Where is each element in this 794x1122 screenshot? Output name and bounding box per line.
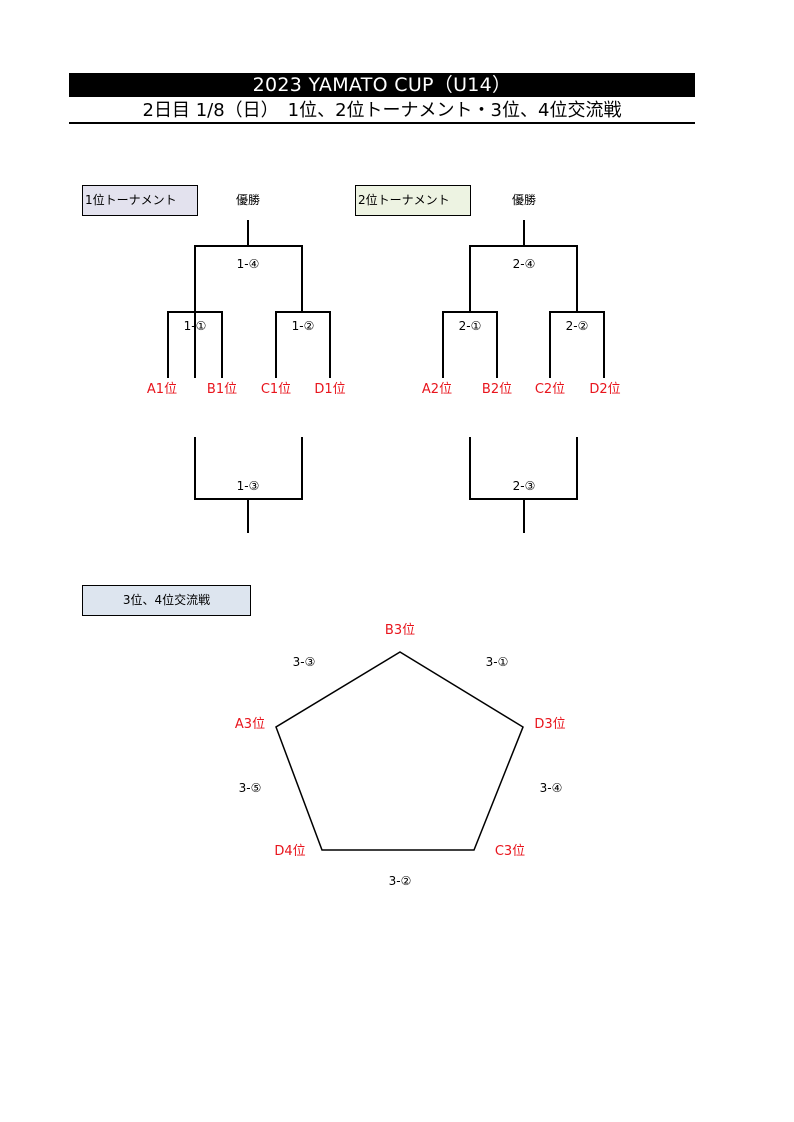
t2-semi-left-match: 2-① [458,319,482,333]
exchange-team-right: D3位 [534,717,566,732]
t1-team-a1: A1位 [146,382,178,397]
t1-winner-label: 優勝 [235,193,261,207]
tournament1-label-box: 1位トーナメント [82,185,198,216]
exchange-team-bottom-left: D4位 [274,844,306,859]
t1-semi-right-bracket [275,311,331,378]
exchange-match-upper-left: 3-③ [292,655,316,669]
exchange-team-left: A3位 [234,717,266,732]
exchange-label: 3位、4位交流戦 [122,593,211,607]
t1-semi-left-bracket [167,311,223,378]
page-subtitle: 2日目 1/8（日） 1位、2位トーナメント・3位、4位交流戦 [69,98,695,124]
exchange-match-bottom: 3-② [388,874,412,888]
t2-semi-left-bracket [442,311,498,378]
t2-final-bracket [469,245,578,312]
t2-final-match: 2-④ [512,257,536,271]
t1-semi-left-match: 1-① [183,319,207,333]
t2-winner-label: 優勝 [511,193,537,207]
t2-team-b2: B2位 [481,382,513,397]
t1-semi-right-match: 1-② [291,319,315,333]
t2-third-match: 2-③ [512,479,536,493]
t1-third-match: 1-③ [236,479,260,493]
page-title: 2023 YAMATO CUP（U14） [69,73,695,97]
exchange-team-top: B3位 [384,623,416,638]
tournament2-label: 2位トーナメント [358,193,450,207]
exchange-team-bottom-right: C3位 [494,844,526,859]
exchange-match-left: 3-⑤ [238,781,262,795]
tournament2-label-box: 2位トーナメント [355,185,471,216]
t2-semi-right-match: 2-② [565,319,589,333]
exchange-match-upper-right: 3-① [485,655,509,669]
t1-team-d1: D1位 [314,382,346,397]
pentagon-diagram [275,651,524,851]
t2-semi-right-bracket [549,311,605,378]
t1-final-match: 1-④ [236,257,260,271]
t1-team-c1: C1位 [260,382,292,397]
t2-team-d2: D2位 [589,382,621,397]
t2-team-a2: A2位 [421,382,453,397]
exchange-match-right: 3-④ [539,781,563,795]
t1-team-b1: B1位 [206,382,238,397]
exchange-label-box: 3位、4位交流戦 [82,585,251,616]
tournament1-label: 1位トーナメント [85,193,177,207]
t2-team-c2: C2位 [534,382,566,397]
